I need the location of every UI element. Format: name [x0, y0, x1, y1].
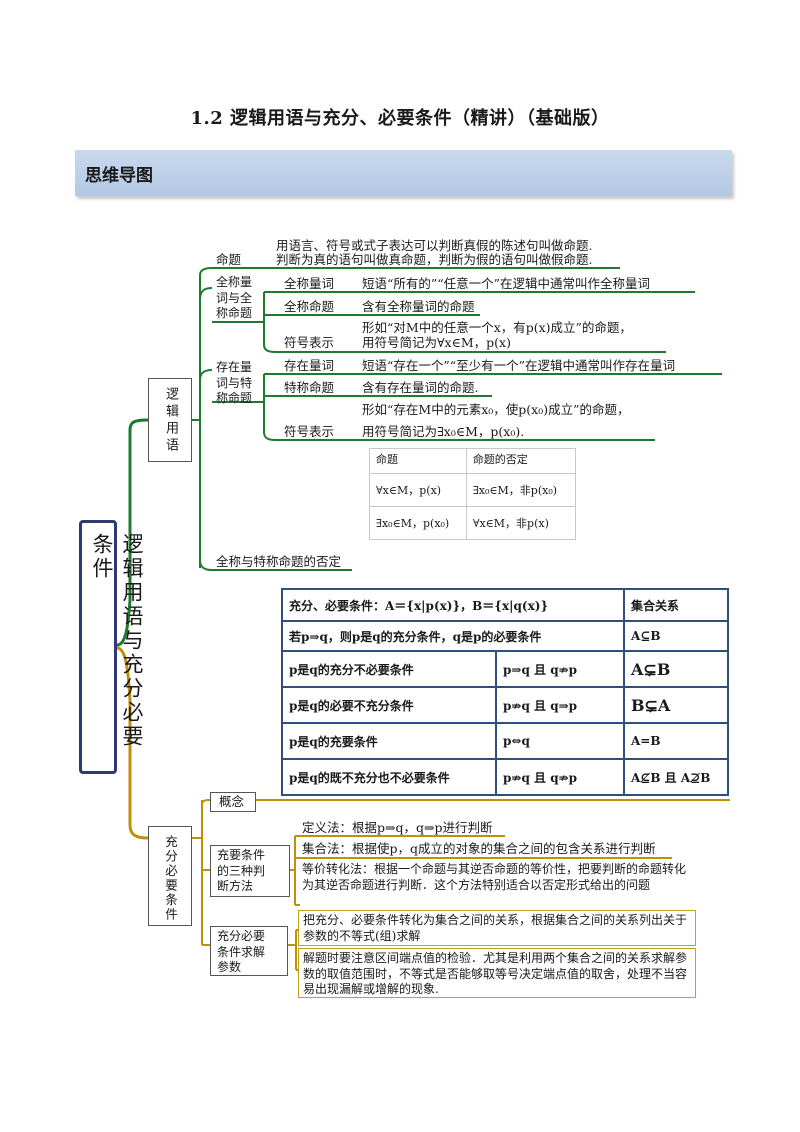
page-title: 1.2 逻辑用语与充分、必要条件（精讲）（基础版） — [190, 108, 610, 129]
proposition-label: 命题 — [216, 252, 242, 267]
equivalence-method: 等价转化法：根据一个命题与其逆否命题的等价性，把要判断的命题转化为其逆否命题进行… — [302, 862, 687, 892]
set-method: 集合法：根据使p，q成立的对象的集合之间的包含关系进行判断 — [302, 841, 656, 856]
universal-quantifier-label: 全称量词 — [284, 276, 335, 291]
existential-symbol-text-1: 形如“存在M中的元素x₀，使p(x₀)成立”的命题， — [362, 402, 630, 417]
methods-node: 充要条件 的三种判 断方法 — [210, 845, 290, 897]
negation-table: 命题 命题的否定 ∀x∈M，p(x) ∃x₀∈M，非p(x₀) ∃x₀∈M，p(… — [369, 448, 577, 540]
universal-label: 全称量 词与全 称命题 — [216, 275, 253, 320]
param-box-2: 解题时要注意区间端点值的检验．尤其是利用两个集合之间的关系求解参数的取值范围时，… — [298, 948, 696, 998]
negation-cell: ∃x₀∈M，p(x₀) — [369, 506, 467, 540]
existential-quantifier-label: 存在量词 — [284, 358, 335, 373]
negation-cell: ∀x∈M，p(x) — [369, 473, 467, 507]
section-banner: 思维导图 — [75, 150, 732, 196]
condition-name: p是q的既不充分也不必要条件 — [281, 758, 497, 796]
negation-cell: ∀x∈M，非p(x) — [465, 506, 577, 540]
condition-set: A=B — [623, 722, 729, 760]
existential-proposition-label: 特称命题 — [284, 380, 335, 395]
proposition-def-1: 用语言、符号或式子表达可以判断真假的陈述句叫做命题. — [276, 238, 593, 253]
universal-quantifier-text: 短语“所有的”“任意一个”在逻辑中通常叫作全称量词 — [362, 276, 651, 291]
existential-symbol-label: 符号表示 — [284, 424, 335, 439]
condition-set: A⊈B 且 A⊉B — [623, 758, 729, 796]
condition-header-right: 集合关系 — [623, 588, 729, 622]
negation-cell: ∃x₀∈M，非p(x₀) — [465, 473, 577, 507]
universal-symbol-label: 符号表示 — [284, 335, 335, 350]
concept-label: 概念 — [219, 794, 245, 809]
condition-row1-right: A⊆B — [623, 620, 729, 652]
branch-condition-node: 充分必要条件 — [148, 826, 192, 926]
negation-header-negation: 命题的否定 — [465, 448, 577, 474]
condition-set: A⊊B — [623, 650, 729, 688]
existential-symbol-text-2: 用符号简记为∃x₀∈M，p(x₀). — [362, 424, 525, 439]
condition-relation: p⇔q — [495, 722, 625, 760]
proposition-def-2: 判断为真的语句叫做真命题，判断为假的语句叫做假命题. — [276, 252, 593, 267]
param-label: 充分必要 条件求解 参数 — [217, 929, 266, 974]
methods-label: 充要条件 的三种判 断方法 — [217, 848, 266, 893]
universal-proposition-label: 全称命题 — [284, 299, 335, 314]
existential-quantifier-text: 短语“存在一个”“至少有一个”在逻辑中通常叫作存在量词 — [362, 358, 676, 373]
condition-name: p是q的充分不必要条件 — [281, 650, 497, 688]
branch-logic-node: 逻辑用语 — [148, 378, 192, 462]
concept-node: 概念 — [210, 792, 256, 812]
root-label: 逻辑用语与充分必要条件 — [90, 533, 144, 749]
param-node: 充分必要 条件求解 参数 — [210, 926, 288, 976]
condition-relation: p⇏q 且 q⇏p — [495, 758, 625, 796]
branch-condition-label: 充分必要条件 — [163, 835, 178, 922]
condition-name: p是q的必要不充分条件 — [281, 686, 497, 724]
existential-label: 存在量 词与特 称命题 — [216, 360, 253, 405]
param-text-2: 解题时要注意区间端点值的检验．尤其是利用两个集合之间的关系求解参数的取值范围时，… — [303, 951, 688, 996]
existential-proposition-text: 含有存在量词的命题. — [362, 380, 479, 395]
condition-row1-left: 若p⇒q，则p是q的充分条件，q是p的必要条件 — [281, 620, 625, 652]
universal-symbol-text-1: 形如“对M中的任意一个x，有p(x)成立”的命题， — [362, 320, 632, 335]
branch-logic-label: 逻辑用语 — [163, 387, 178, 455]
universal-proposition-text: 含有全称量词的命题 — [362, 299, 475, 314]
negation-label: 全称与特称命题的否定 — [216, 554, 342, 569]
condition-header-left: 充分、必要条件：A＝{x|p(x)}，B＝{x|q(x)} — [281, 588, 625, 622]
root-node: 逻辑用语与充分必要条件 — [79, 520, 144, 774]
condition-relation: p⇏q 且 q⇒p — [495, 686, 625, 724]
universal-symbol-text-2: 用符号简记为∀x∈M，p(x) — [362, 335, 511, 350]
param-box-1: 把充分、必要条件转化为集合之间的关系，根据集合之间的关系列出关于参数的不等式(组… — [298, 910, 696, 946]
condition-relation: p⇒q 且 q⇏p — [495, 650, 625, 688]
banner-label: 思维导图 — [85, 166, 153, 186]
param-text-1: 把充分、必要条件转化为集合之间的关系，根据集合之间的关系列出关于参数的不等式(组… — [303, 913, 688, 943]
condition-name: p是q的充要条件 — [281, 722, 497, 760]
negation-header-proposition: 命题 — [369, 448, 467, 474]
condition-set: B⊊A — [623, 686, 729, 724]
definition-method: 定义法：根据p⇒q，q⇒p进行判断 — [302, 820, 493, 835]
condition-table: 充分、必要条件：A＝{x|p(x)}，B＝{x|q(x)} 集合关系 若p⇒q，… — [281, 588, 729, 796]
